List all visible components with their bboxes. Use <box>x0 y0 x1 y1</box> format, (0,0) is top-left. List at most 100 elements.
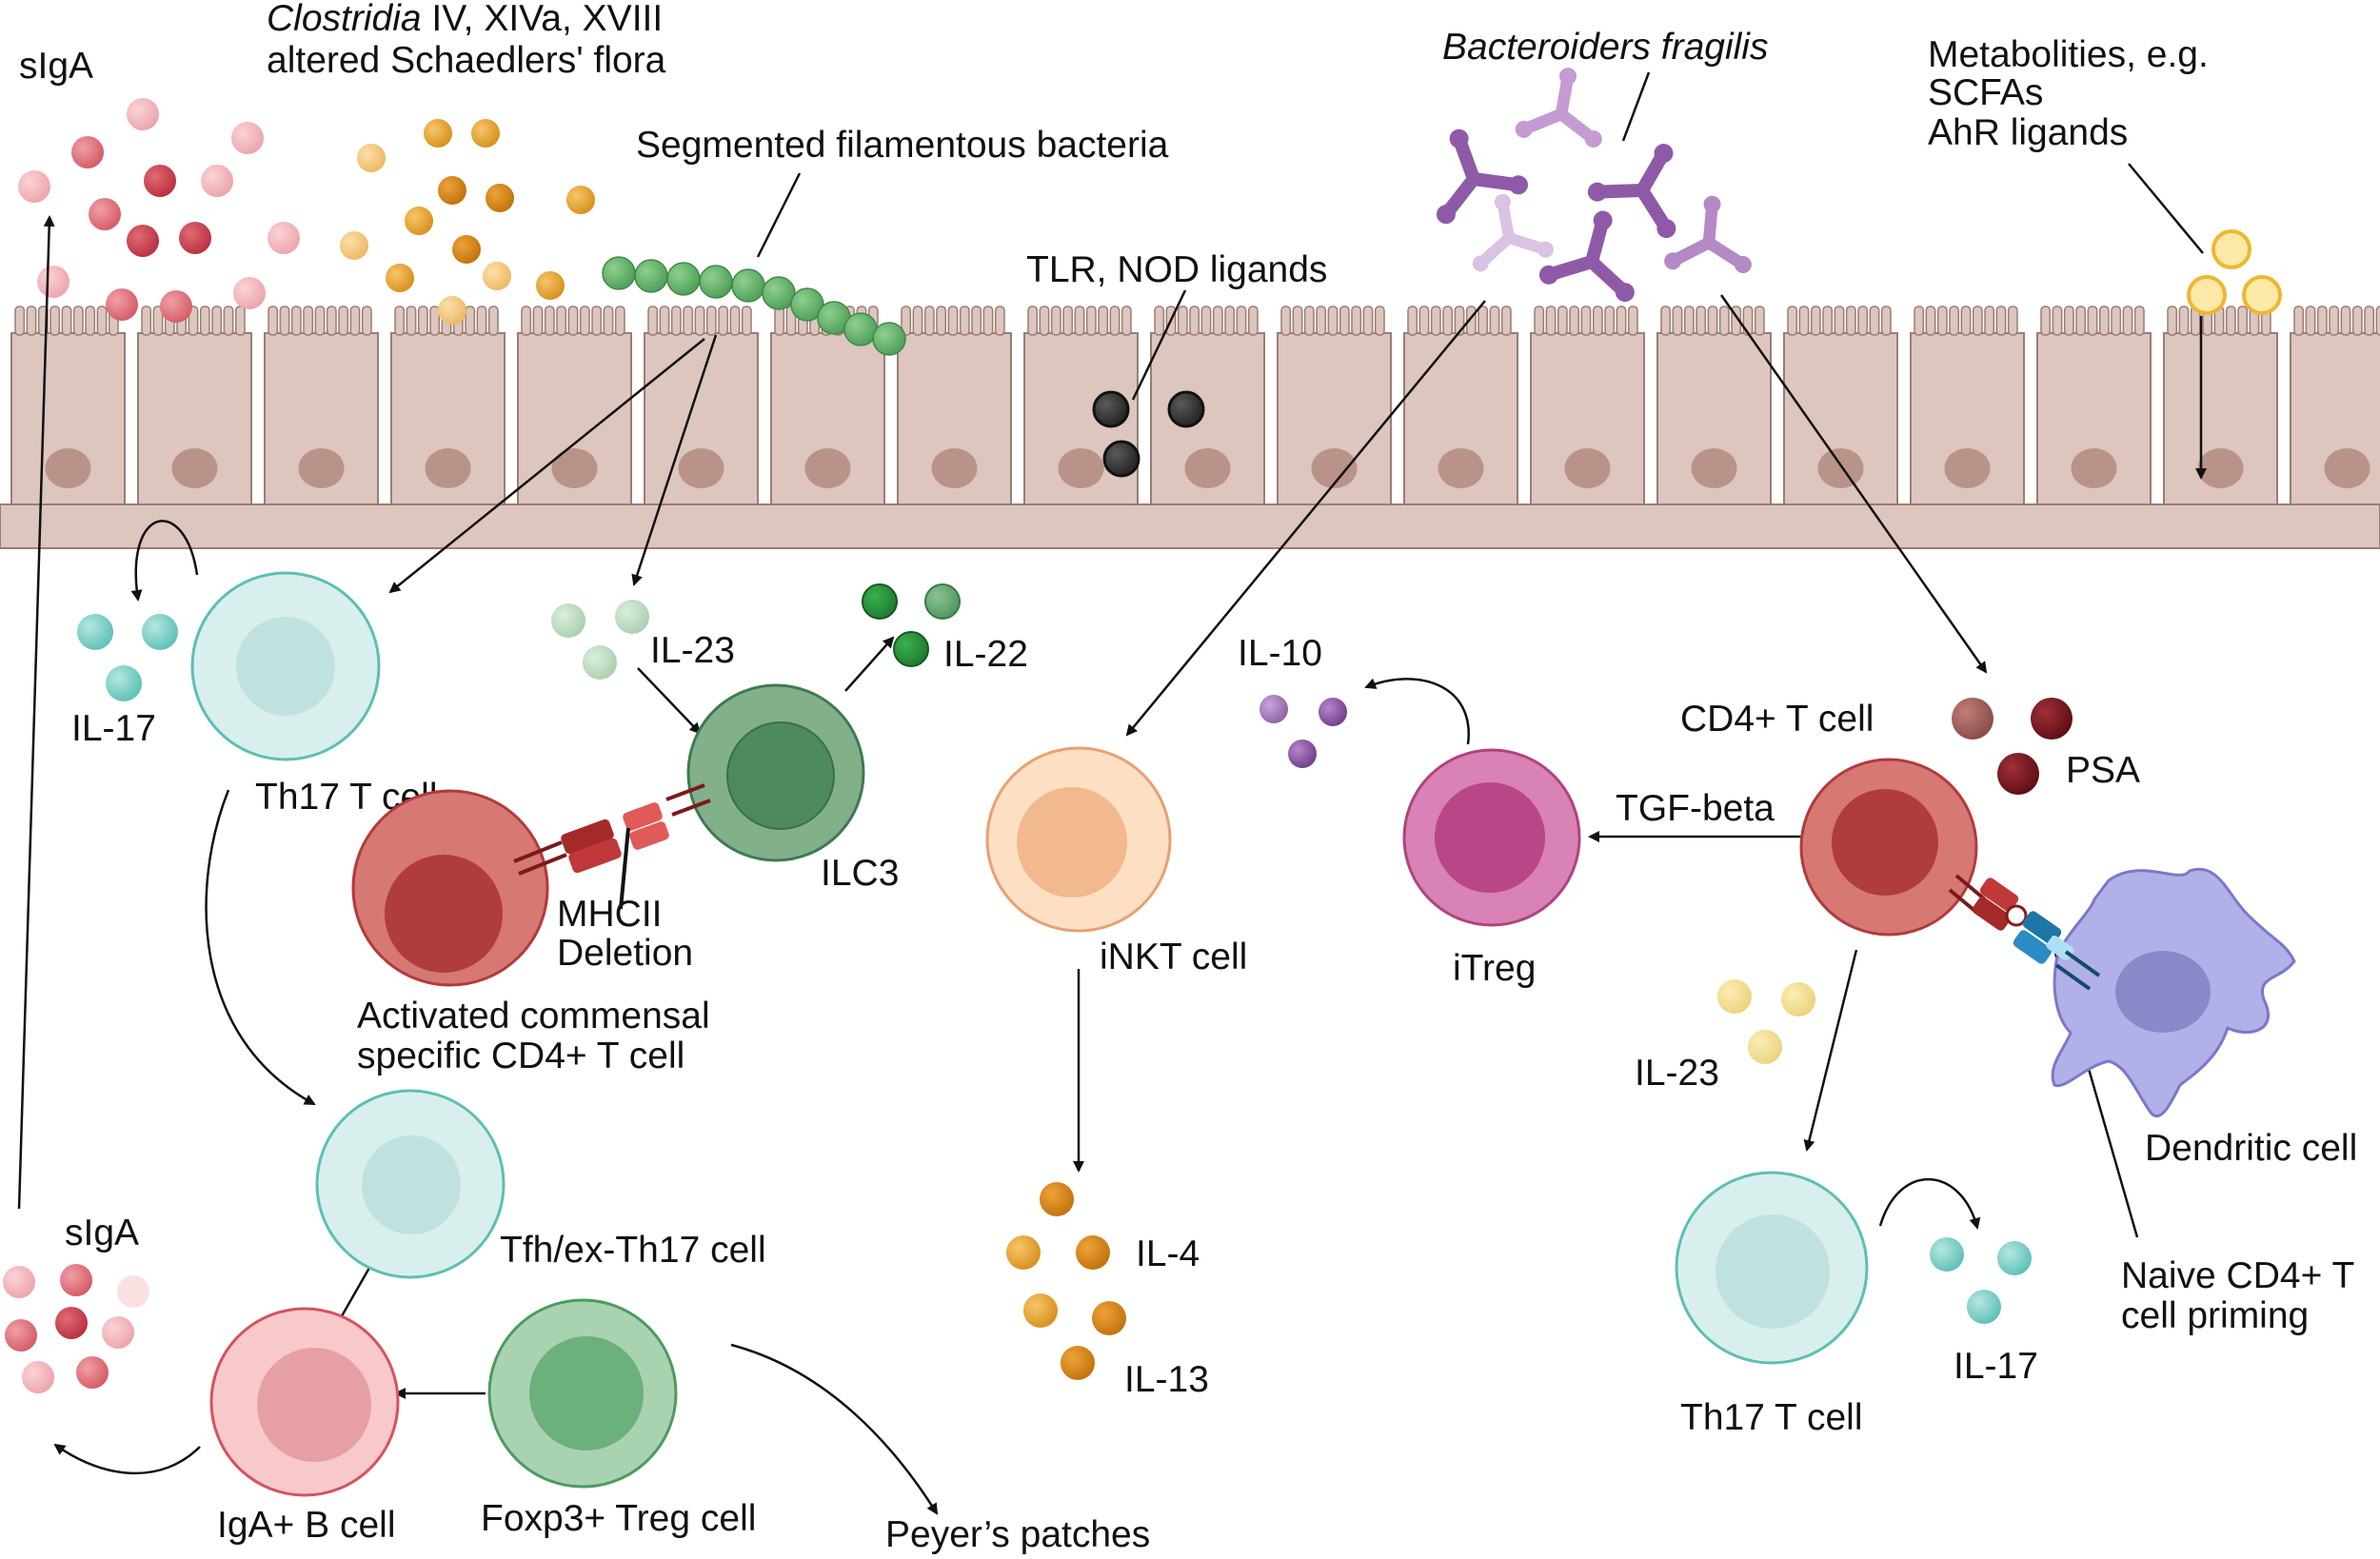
microvillus <box>1742 306 1754 336</box>
microvillus <box>326 306 337 336</box>
bacteroides-particle <box>1587 144 1676 239</box>
microvillus <box>705 306 717 336</box>
microvillus <box>1869 306 1880 336</box>
microvillus <box>2063 306 2074 336</box>
microvillus <box>1442 306 1454 336</box>
il10-label: IL-10 <box>1238 633 1322 674</box>
activated-cd4-label-1: Activated commensal <box>357 996 710 1036</box>
il4-label: IL-4 <box>1136 1233 1200 1274</box>
siga-particles-top <box>18 98 300 323</box>
microvillus <box>1327 306 1339 336</box>
il10-particles <box>1259 695 1347 768</box>
microvillus <box>1604 306 1616 336</box>
microvillus <box>85 306 96 336</box>
microvillus <box>683 306 694 336</box>
intestinal-epithelium <box>10 306 2380 505</box>
microvillus <box>2133 306 2145 336</box>
psa-particles <box>1952 698 2073 795</box>
microvillus <box>1660 306 1672 336</box>
microvillus <box>2052 306 2063 336</box>
bacteroides-particle <box>1515 68 1602 148</box>
microvillus <box>211 306 223 336</box>
microvillus <box>1798 306 1810 336</box>
epithelial-nucleus <box>551 448 598 488</box>
microvillus <box>2040 306 2052 336</box>
microvillus <box>1972 306 1983 336</box>
microvillus <box>647 306 659 336</box>
siga-particles-bottom <box>3 1264 149 1393</box>
microvillus <box>1316 306 1327 336</box>
microvillus <box>2340 306 2351 336</box>
microvillus <box>2122 306 2133 336</box>
il23-right-particles <box>1717 979 1815 1064</box>
microvillus <box>1925 306 1936 336</box>
clostridia-label: Clostridia IV, XIVa, XVIII <box>267 0 663 39</box>
microvillus <box>1339 306 1350 336</box>
epithelial-nucleus <box>804 448 851 488</box>
epithelial-nucleus <box>1691 448 1737 488</box>
microvillus <box>1984 306 1995 336</box>
microvillus <box>50 306 61 336</box>
microvillus <box>521 306 532 336</box>
microvillus <box>741 306 752 336</box>
epithelial-nucleus <box>298 448 345 488</box>
microvillus <box>774 306 785 336</box>
epithelial-nucleus <box>1058 448 1104 488</box>
naive-label-1: Naive CD4+ T <box>2121 1255 2354 1296</box>
microvillus <box>1374 306 1385 336</box>
microvillus <box>2098 306 2110 336</box>
microvillus <box>487 306 499 336</box>
microvillus <box>729 306 741 336</box>
microvillus <box>1569 306 1580 336</box>
microvillus <box>429 306 441 336</box>
microvillus <box>947 306 959 336</box>
microvillus <box>1027 306 1039 336</box>
microvillus <box>694 306 705 336</box>
microvillus <box>936 306 947 336</box>
microvillus <box>290 306 302 336</box>
microvillus <box>1292 306 1303 336</box>
microvillus <box>1696 306 1707 336</box>
ilc3-label: ILC3 <box>821 853 899 894</box>
schaedler-label: altered Schaedlers' flora <box>267 40 666 81</box>
microvillus <box>1478 306 1489 336</box>
microvillus <box>1557 306 1568 336</box>
microvillus <box>1098 306 1109 336</box>
metabolites-label-1: Metabolities, e.g. <box>1928 34 2209 75</box>
microvillus <box>1085 306 1097 336</box>
microvillus <box>338 306 349 336</box>
il22-particles <box>862 583 961 667</box>
bacteroides-particles <box>1436 68 1752 303</box>
epithelial-nucleus <box>1184 448 1231 488</box>
microvillus <box>2087 306 2098 336</box>
microvillus <box>465 306 476 336</box>
microvillus <box>2075 306 2087 336</box>
foxp3-treg-cell <box>487 1298 678 1489</box>
microvillus <box>268 306 279 336</box>
microvillus <box>923 306 935 336</box>
microvillus <box>2351 306 2363 336</box>
microvillus <box>1121 306 1132 336</box>
microvillus <box>614 306 625 336</box>
microvillus <box>912 306 923 336</box>
microvillus <box>2316 306 2328 336</box>
microvillus <box>303 306 314 336</box>
bacteroides-particle <box>1664 195 1752 274</box>
th17-cell-left <box>190 571 381 761</box>
sfb-label: Segmented filamentous bacteria <box>636 125 1169 166</box>
microvillus <box>901 306 912 336</box>
microvillus <box>1534 306 1545 336</box>
itreg-cell <box>1402 748 1581 927</box>
mhcii-label-2: Deletion <box>557 933 693 974</box>
microvillus <box>2293 306 2305 336</box>
metabolite-particles <box>2187 229 2282 315</box>
microvillus <box>1050 306 1061 336</box>
epithelial-nucleus <box>171 448 218 488</box>
microvillus <box>2375 306 2380 336</box>
microvillus <box>61 306 72 336</box>
microvillus <box>1280 306 1292 336</box>
microvillus <box>1845 306 1856 336</box>
microvillus <box>1707 306 1718 336</box>
microvillus <box>1109 306 1121 336</box>
microvillus <box>1247 306 1259 336</box>
